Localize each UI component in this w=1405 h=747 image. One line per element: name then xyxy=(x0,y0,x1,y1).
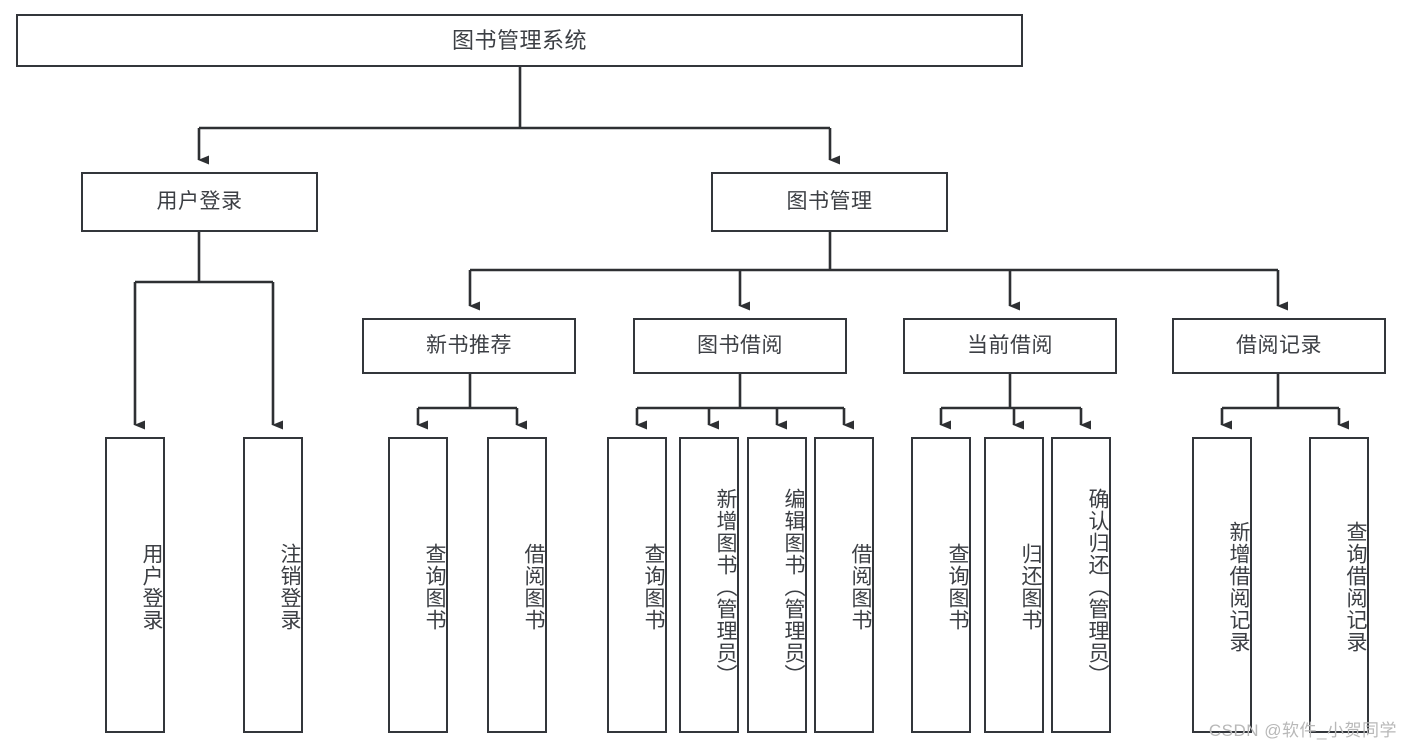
node-new-book-recommend-label: 新书推荐 xyxy=(426,333,512,357)
node-leaf-user-login[interactable]: 用户登录 xyxy=(105,437,165,733)
node-leaf-borrow-book[interactable]: 借阅图书 xyxy=(814,437,874,733)
node-leaf-confirm-return-admin[interactable]: 确认归还（管理员） xyxy=(1051,437,1111,733)
node-leaf-query-book-borrow-label: 查询图书 xyxy=(642,543,665,631)
node-root[interactable]: 图书管理系统 xyxy=(16,14,1023,67)
node-leaf-confirm-return-admin-label: 确认归还（管理员） xyxy=(1086,488,1109,686)
node-book-management[interactable]: 图书管理 xyxy=(711,172,948,232)
node-leaf-borrow-book-recommend[interactable]: 借阅图书 xyxy=(487,437,547,733)
node-leaf-edit-book-admin[interactable]: 编辑图书（管理员） xyxy=(747,437,807,733)
node-leaf-query-borrow-record[interactable]: 查询借阅记录 xyxy=(1309,437,1369,733)
node-leaf-query-book-current[interactable]: 查询图书 xyxy=(911,437,971,733)
node-borrow-record-label: 借阅记录 xyxy=(1236,333,1322,357)
node-leaf-add-book-admin[interactable]: 新增图书（管理员） xyxy=(679,437,739,733)
node-leaf-query-book-recommend-label: 查询图书 xyxy=(423,543,446,631)
node-root-label: 图书管理系统 xyxy=(451,27,587,53)
node-leaf-user-login-label: 用户登录 xyxy=(140,543,163,631)
node-leaf-query-borrow-record-label: 查询借阅记录 xyxy=(1344,521,1367,653)
node-user-login-label: 用户登录 xyxy=(156,189,243,213)
node-leaf-logout-label: 注销登录 xyxy=(278,543,301,631)
node-leaf-add-borrow-record[interactable]: 新增借阅记录 xyxy=(1192,437,1252,733)
node-book-borrow[interactable]: 图书借阅 xyxy=(633,318,847,374)
node-book-management-label: 图书管理 xyxy=(786,189,873,213)
node-new-book-recommend[interactable]: 新书推荐 xyxy=(362,318,576,374)
node-leaf-add-book-admin-label: 新增图书（管理员） xyxy=(714,488,737,686)
node-leaf-query-book-borrow[interactable]: 查询图书 xyxy=(607,437,667,733)
node-leaf-return-book-label: 归还图书 xyxy=(1019,543,1042,631)
node-borrow-record[interactable]: 借阅记录 xyxy=(1172,318,1386,374)
node-leaf-logout[interactable]: 注销登录 xyxy=(243,437,303,733)
node-user-login[interactable]: 用户登录 xyxy=(81,172,318,232)
watermark-text: CSDN @软件_小贺同学 xyxy=(1208,721,1397,740)
node-leaf-borrow-book-label: 借阅图书 xyxy=(849,543,872,631)
node-book-borrow-label: 图书借阅 xyxy=(697,333,783,357)
node-leaf-edit-book-admin-label: 编辑图书（管理员） xyxy=(782,488,805,686)
node-leaf-add-borrow-record-label: 新增借阅记录 xyxy=(1227,521,1250,653)
node-leaf-query-book-current-label: 查询图书 xyxy=(946,543,969,631)
node-leaf-borrow-book-recommend-label: 借阅图书 xyxy=(522,543,545,631)
node-current-borrow-label: 当前借阅 xyxy=(967,333,1053,357)
node-leaf-query-book-recommend[interactable]: 查询图书 xyxy=(388,437,448,733)
node-current-borrow[interactable]: 当前借阅 xyxy=(903,318,1117,374)
node-leaf-return-book[interactable]: 归还图书 xyxy=(984,437,1044,733)
